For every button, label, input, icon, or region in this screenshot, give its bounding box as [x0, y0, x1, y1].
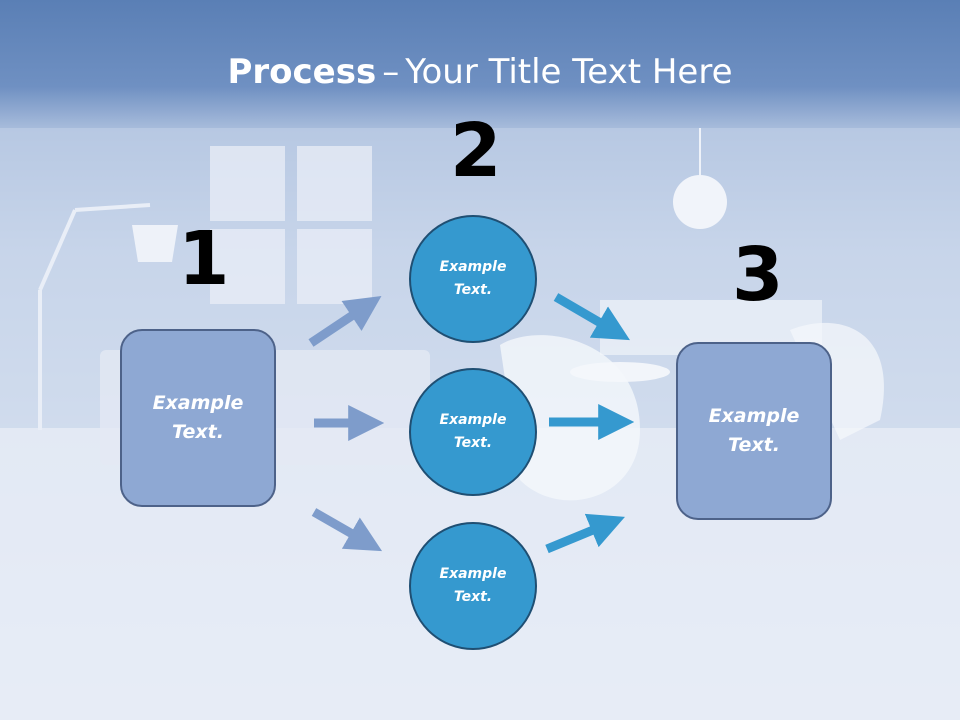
slide-title: Process–Your Title Text Here: [0, 52, 960, 92]
arrow-1-to-bottom: [311, 508, 383, 552]
step-2-circle-bottom: Example Text.: [409, 522, 537, 650]
step-3-text: Example Text.: [708, 405, 800, 456]
step-2-circle-middle: Example Text.: [409, 368, 537, 496]
arrow-1-to-top: [308, 296, 382, 347]
step-3-box: Example Text.: [676, 342, 832, 520]
title-rest: Your Title Text Here: [405, 52, 733, 92]
step-number-1: 1: [178, 216, 230, 302]
step-1-box: Example Text.: [120, 329, 276, 507]
arrow-bottom-to-3: [545, 513, 625, 554]
step-number-2: 2: [450, 108, 502, 194]
circle-top-text: Example Text.: [439, 259, 507, 298]
circle-middle-text: Example Text.: [439, 412, 507, 451]
step-1-text: Example Text.: [152, 392, 244, 443]
title-separator: –: [382, 52, 400, 92]
step-2-circle-top: Example Text.: [409, 215, 537, 343]
circle-bottom-text: Example Text.: [439, 566, 507, 605]
step-number-3: 3: [732, 232, 784, 318]
title-bold: Process: [227, 52, 377, 92]
arrow-top-to-3: [553, 293, 630, 341]
